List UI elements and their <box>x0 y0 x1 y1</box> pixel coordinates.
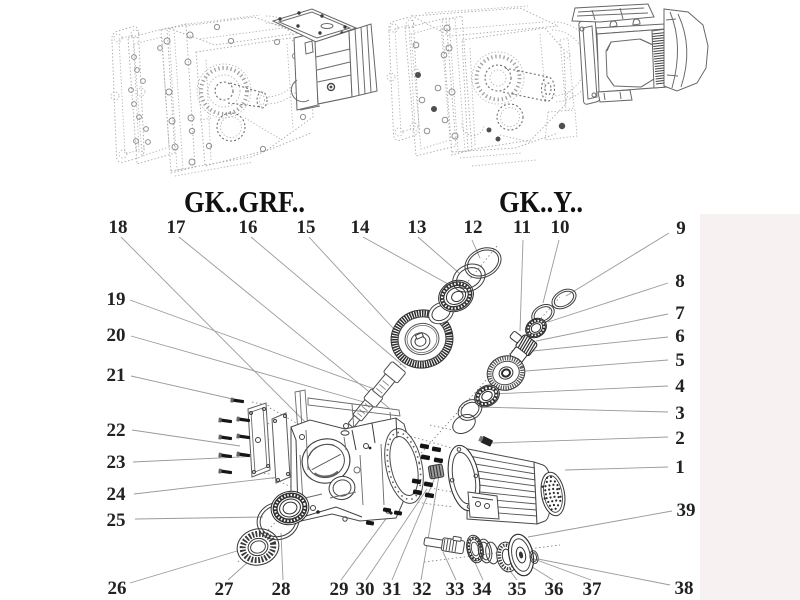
svg-text:29: 29 <box>330 579 349 600</box>
svg-text:37: 37 <box>583 579 603 600</box>
svg-text:15: 15 <box>297 217 316 238</box>
svg-text:21: 21 <box>107 365 126 386</box>
svg-text:24: 24 <box>107 484 127 505</box>
svg-text:34: 34 <box>473 579 493 600</box>
svg-text:35: 35 <box>508 579 527 600</box>
svg-text:11: 11 <box>513 217 531 238</box>
svg-text:4: 4 <box>675 376 685 397</box>
svg-text:20: 20 <box>107 325 126 346</box>
svg-text:27: 27 <box>215 579 235 600</box>
svg-text:14: 14 <box>351 217 371 238</box>
svg-text:33: 33 <box>446 579 465 600</box>
svg-text:7: 7 <box>675 303 685 324</box>
svg-text:26: 26 <box>108 578 127 599</box>
svg-text:32: 32 <box>413 579 432 600</box>
svg-text:12: 12 <box>464 217 483 238</box>
svg-text:10: 10 <box>551 217 570 238</box>
svg-text:5: 5 <box>675 350 685 371</box>
svg-text:17: 17 <box>167 217 187 238</box>
svg-text:31: 31 <box>383 579 402 600</box>
svg-text:9: 9 <box>676 218 686 239</box>
svg-text:3: 3 <box>675 403 685 424</box>
svg-text:GK..GRF..: GK..GRF.. <box>184 184 305 219</box>
svg-text:28: 28 <box>272 579 291 600</box>
svg-text:1: 1 <box>675 457 685 478</box>
svg-text:36: 36 <box>545 579 564 600</box>
svg-text:19: 19 <box>107 289 126 310</box>
svg-text:18: 18 <box>109 217 128 238</box>
svg-text:22: 22 <box>107 420 126 441</box>
svg-text:6: 6 <box>675 326 685 347</box>
svg-text:2: 2 <box>675 428 685 449</box>
svg-text:13: 13 <box>408 217 427 238</box>
svg-text:39: 39 <box>677 500 696 521</box>
svg-text:38: 38 <box>675 578 694 599</box>
svg-text:16: 16 <box>239 217 258 238</box>
svg-text:23: 23 <box>107 452 126 473</box>
svg-text:25: 25 <box>107 510 126 531</box>
svg-text:GK..Y..: GK..Y.. <box>499 184 583 219</box>
svg-text:30: 30 <box>356 579 375 600</box>
svg-text:8: 8 <box>675 271 685 292</box>
